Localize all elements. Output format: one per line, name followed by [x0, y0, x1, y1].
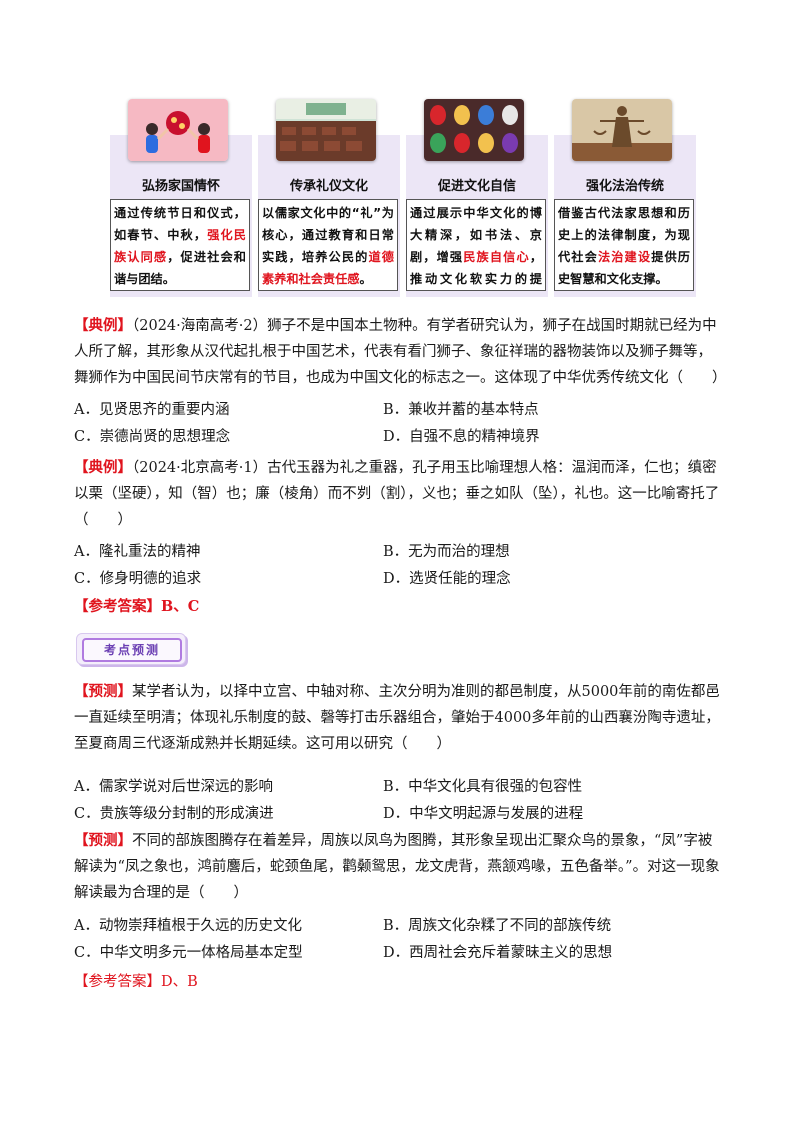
card-body: 以儒家文化中的“礼”为核心，通过教育和日常实践，培养公民的道德素养和社会责任感。: [258, 199, 398, 291]
option-d[interactable]: D．中华文明起源与发展的进程: [383, 806, 584, 822]
option-b[interactable]: B．周族文化杂糅了不同的部族传统: [383, 918, 612, 934]
culture-cards: 弘扬家国情怀 通过传统节日和仪式，如春节、中秋，强化民族认同感，促进社会和谐与团…: [108, 95, 696, 297]
option-row: A．见贤思齐的重要内涵 B．兼收并蓄的基本特点: [74, 397, 726, 423]
justice-statue-image: [572, 99, 672, 161]
card-title: 弘扬家国情怀: [141, 179, 220, 194]
option-row: C．中华文明多元一体格局基本定型 D．西周社会充斥着蒙昧主义的思想: [74, 940, 726, 966]
option-d[interactable]: D．自强不息的精神境界: [383, 429, 540, 445]
card-body: 借鉴古代法家思想和历史上的法律制度，为现代社会法治建设提供历史智慧和文化支撑。: [554, 199, 694, 291]
section-badge: 考点预测: [76, 633, 186, 665]
card-title: 传承礼仪文化: [289, 179, 368, 194]
reference-answer: 【参考答案】D、B: [74, 974, 198, 990]
question-tag: 【预测】: [74, 832, 132, 849]
question-text: 【典例】（2024·海南高考·2）狮子不是中国本土物种。有学者研究认为，狮子在战…: [74, 317, 727, 386]
option-b[interactable]: B．中华文化具有很强的包容性: [383, 779, 583, 795]
option-row: A．隆礼重法的精神 B．无为而治的理想: [74, 539, 726, 565]
card-body: 通过传统节日和仪式，如春节、中秋，强化民族认同感，促进社会和谐与团结。: [110, 199, 250, 291]
question-text: 【预测】某学者认为，以择中立宫、中轴对称、主次分明为准则的都邑制度，从5000年…: [74, 683, 720, 752]
option-row: A．儒家学说对后世深远的影响 B．中华文化具有很强的包容性: [74, 774, 726, 800]
card-confidence: 促进文化自信 通过展示中华文化的博大精深，如书法、京剧，增强民族自信心，推动文化…: [404, 95, 550, 297]
question-text: 【典例】（2024·北京高考·1）古代玉器为礼之重器，孔子用玉比喻理想人格：温润…: [74, 459, 720, 528]
option-b[interactable]: B．无为而治的理想: [383, 544, 510, 560]
option-row: A．动物崇拜植根于久远的历史文化 B．周族文化杂糅了不同的部族传统: [74, 913, 726, 939]
option-row: C．修身明德的追求 D．选贤任能的理念: [74, 566, 726, 592]
classroom-image: [276, 99, 376, 161]
option-c[interactable]: C．崇德尚贤的思想理念: [74, 429, 231, 445]
card-title: 强化法治传统: [585, 179, 664, 194]
reference-answer: 【参考答案】B、C: [74, 598, 200, 615]
option-a[interactable]: A．见贤思齐的重要内涵: [74, 402, 230, 418]
option-c[interactable]: C．修身明德的追求: [74, 571, 202, 587]
question-tag: 【典例】: [74, 459, 132, 476]
option-b[interactable]: B．兼收并蓄的基本特点: [383, 402, 539, 418]
card-etiquette: 传承礼仪文化 以儒家文化中的“礼”为核心，通过教育和日常实践，培养公民的道德素养…: [256, 95, 402, 297]
card-body: 通过展示中华文化的博大精深，如书法、京剧，增强民族自信心，推动文化软实力的提升。: [406, 199, 546, 291]
badge-label: 考点预测: [82, 638, 182, 662]
option-d[interactable]: D．选贤任能的理念: [383, 571, 511, 587]
question-tag: 【典例】: [74, 317, 132, 334]
option-row: C．崇德尚贤的思想理念 D．自强不息的精神境界: [74, 424, 726, 450]
option-row: C．贵族等级分封制的形成演进 D．中华文明起源与发展的进程: [74, 801, 726, 827]
option-d[interactable]: D．西周社会充斥着蒙昧主义的思想: [383, 945, 613, 961]
option-a[interactable]: A．隆礼重法的精神: [74, 544, 201, 560]
festival-image: [128, 99, 228, 161]
option-a[interactable]: A．儒家学说对后世深远的影响: [74, 779, 273, 795]
card-title: 促进文化自信: [437, 179, 516, 194]
option-c[interactable]: C．中华文明多元一体格局基本定型: [74, 945, 303, 961]
card-family-country: 弘扬家国情怀 通过传统节日和仪式，如春节、中秋，强化民族认同感，促进社会和谐与团…: [108, 95, 254, 297]
option-a[interactable]: A．动物崇拜植根于久远的历史文化: [74, 918, 302, 934]
option-c[interactable]: C．贵族等级分封制的形成演进: [74, 806, 274, 822]
card-rule-of-law: 强化法治传统 借鉴古代法家思想和历史上的法律制度，为现代社会法治建设提供历史智慧…: [552, 95, 698, 297]
question-tag: 【预测】: [74, 683, 132, 700]
opera-masks-image: [424, 99, 524, 161]
question-text: 【预测】不同的部族图腾存在着差异，周族以凤鸟为图腾，其形象呈现出汇聚众鸟的景象，…: [74, 832, 720, 901]
